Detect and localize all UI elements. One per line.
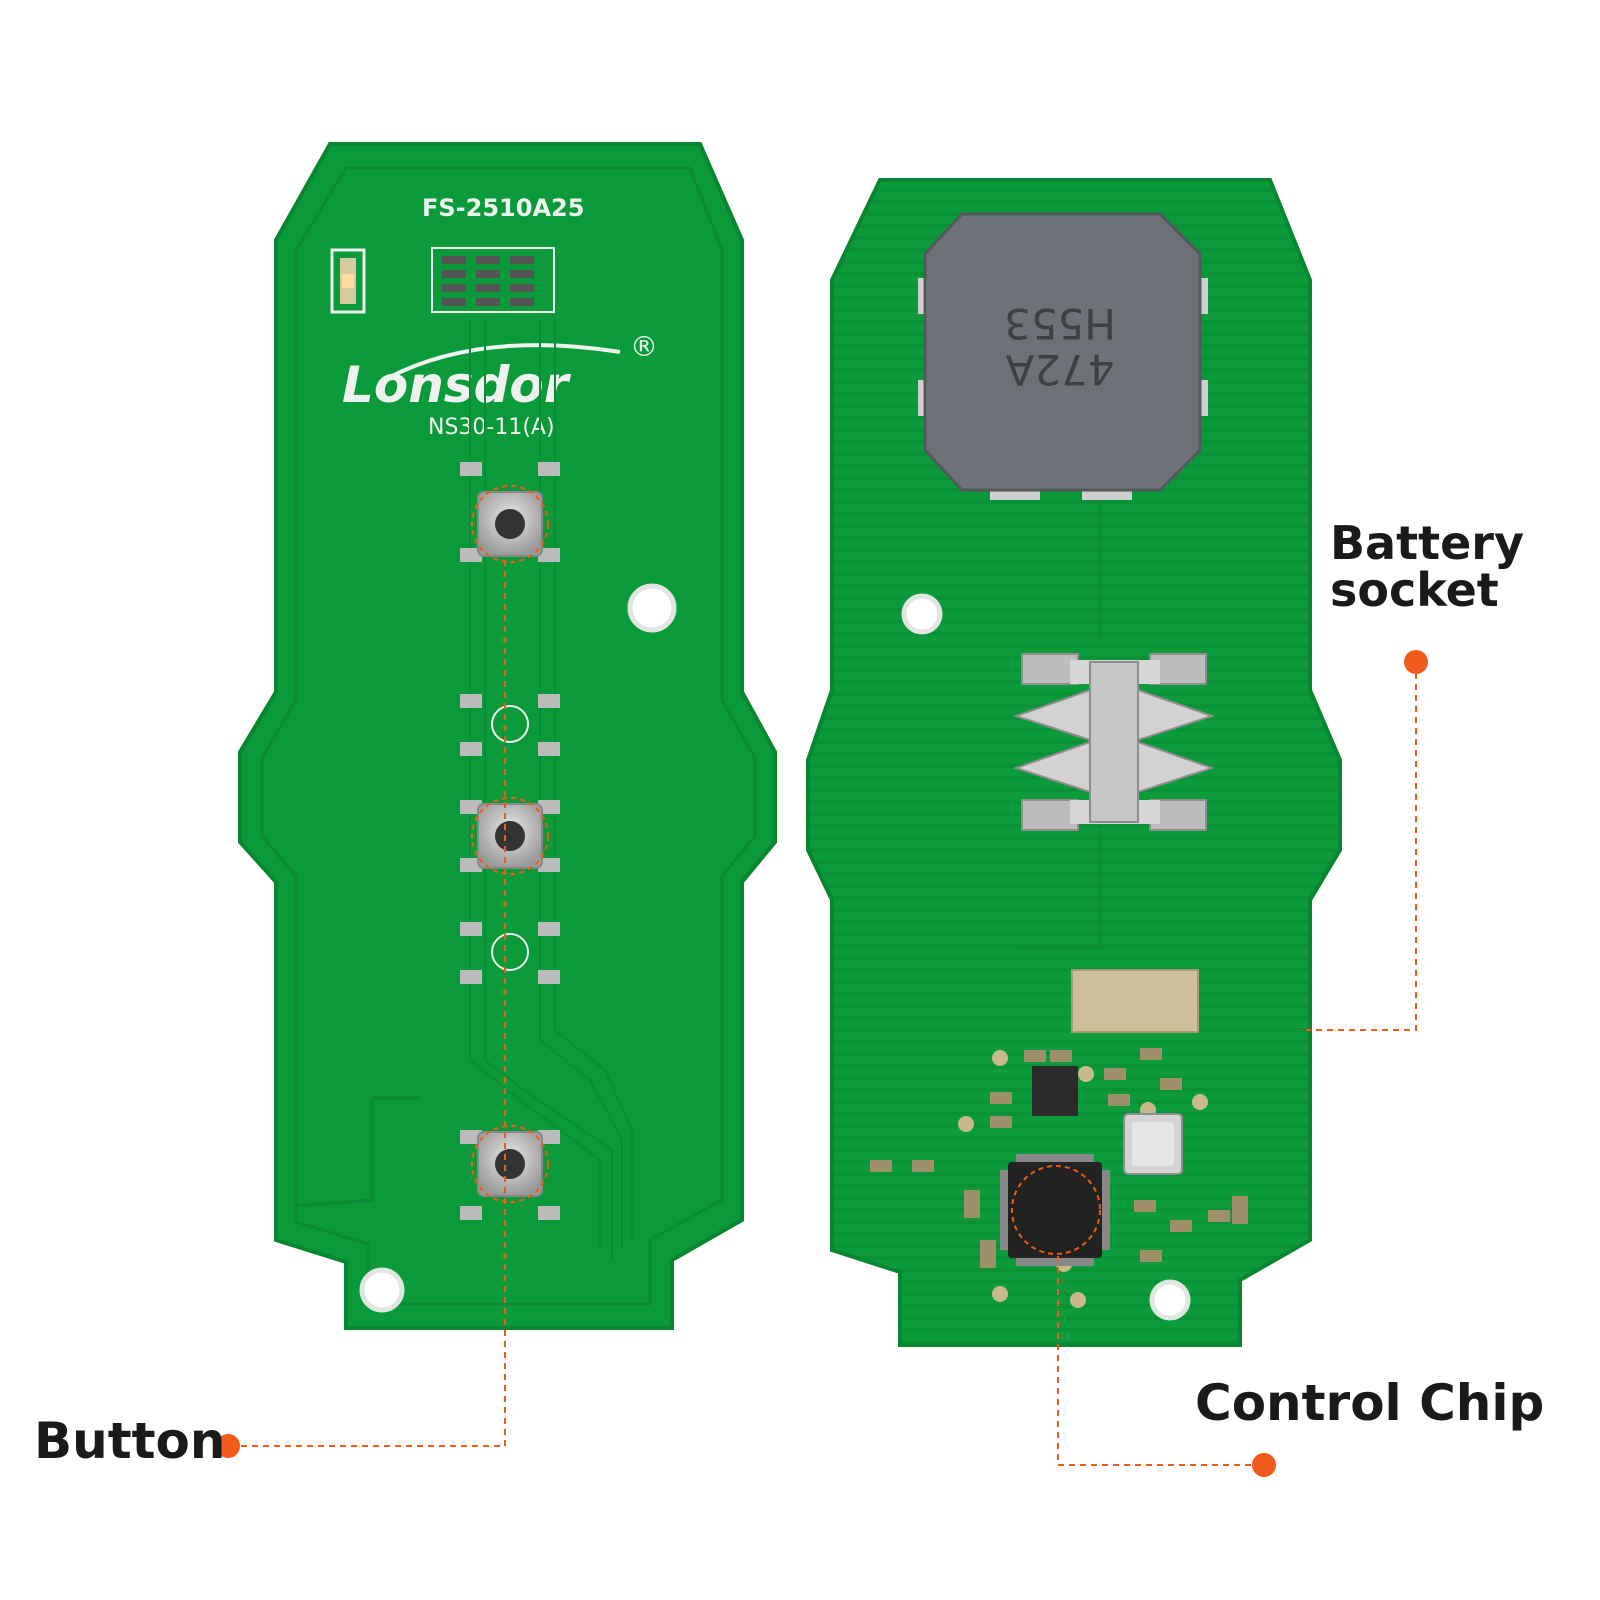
control-chip xyxy=(1000,1154,1110,1266)
button-callout xyxy=(216,485,549,1458)
logo-swoosh xyxy=(387,343,621,380)
registered-mark: ® xyxy=(630,330,658,363)
chip-leader-line xyxy=(1057,1256,1252,1466)
smd-components-cluster xyxy=(870,1048,1248,1308)
chip-callout xyxy=(1011,1165,1276,1477)
battery-callout xyxy=(1306,650,1428,1031)
tactile-button-3 xyxy=(460,1130,560,1220)
right-pcb-board: 472A H553 xyxy=(806,178,1342,1347)
lonsdor-logo-text: Lonsdor xyxy=(342,356,572,414)
button-callout-dot xyxy=(216,1434,240,1458)
unpopulated-button-pad-2 xyxy=(460,922,560,984)
part-code-text: FS-2510A25 xyxy=(422,194,584,222)
control-chip-label: Control Chip xyxy=(1195,1374,1545,1432)
left-mounting-hole-lower xyxy=(359,1267,405,1313)
battery-leader-line xyxy=(1306,662,1417,1031)
gold-contact-pad xyxy=(1071,969,1199,1033)
tactile-button-2 xyxy=(460,800,560,872)
led-component xyxy=(330,248,366,314)
button-highlight-ring-2 xyxy=(471,797,549,875)
battery-socket-label: Battery socket xyxy=(1330,520,1524,614)
button-leader-line xyxy=(236,560,506,1447)
battery-label-line2: socket xyxy=(1330,562,1499,617)
antenna-silk-outline xyxy=(293,1096,420,1208)
smd-resistor-array xyxy=(431,247,555,313)
button-highlight-ring-1 xyxy=(471,485,549,563)
battery-socket-clip xyxy=(1012,653,1216,831)
right-mounting-hole-upper xyxy=(901,593,943,635)
tactile-button-1 xyxy=(460,462,560,562)
left-pcb-silk-border xyxy=(260,166,757,1306)
unpopulated-button-pad-1 xyxy=(460,694,560,756)
battery-callout-dot xyxy=(1404,650,1428,674)
inductor-marking-line2: H553 xyxy=(1004,299,1116,348)
button-label: Button xyxy=(34,1412,226,1470)
button-highlight-ring-3 xyxy=(471,1125,549,1203)
chip-highlight-ring xyxy=(1011,1165,1101,1255)
left-pcb-board: FS-2510A25 Lonsdor ® NS30-11(A) xyxy=(238,142,777,1330)
model-code-text: NS30-11(A) xyxy=(428,415,555,440)
right-pcb-trace xyxy=(1018,500,1102,950)
left-pcb-outline xyxy=(238,142,777,1330)
right-mounting-hole-lower xyxy=(1149,1279,1191,1321)
crystal-oscillator xyxy=(1123,1113,1183,1175)
battery-label-line1: Battery xyxy=(1330,516,1524,570)
inductor-marking-line1: 472A xyxy=(1005,345,1114,394)
chip-callout-dot xyxy=(1252,1453,1276,1477)
battery-inductor-coil: 472A H553 xyxy=(918,212,1208,500)
led-lens xyxy=(342,274,354,288)
left-mounting-hole-upper xyxy=(627,583,677,633)
